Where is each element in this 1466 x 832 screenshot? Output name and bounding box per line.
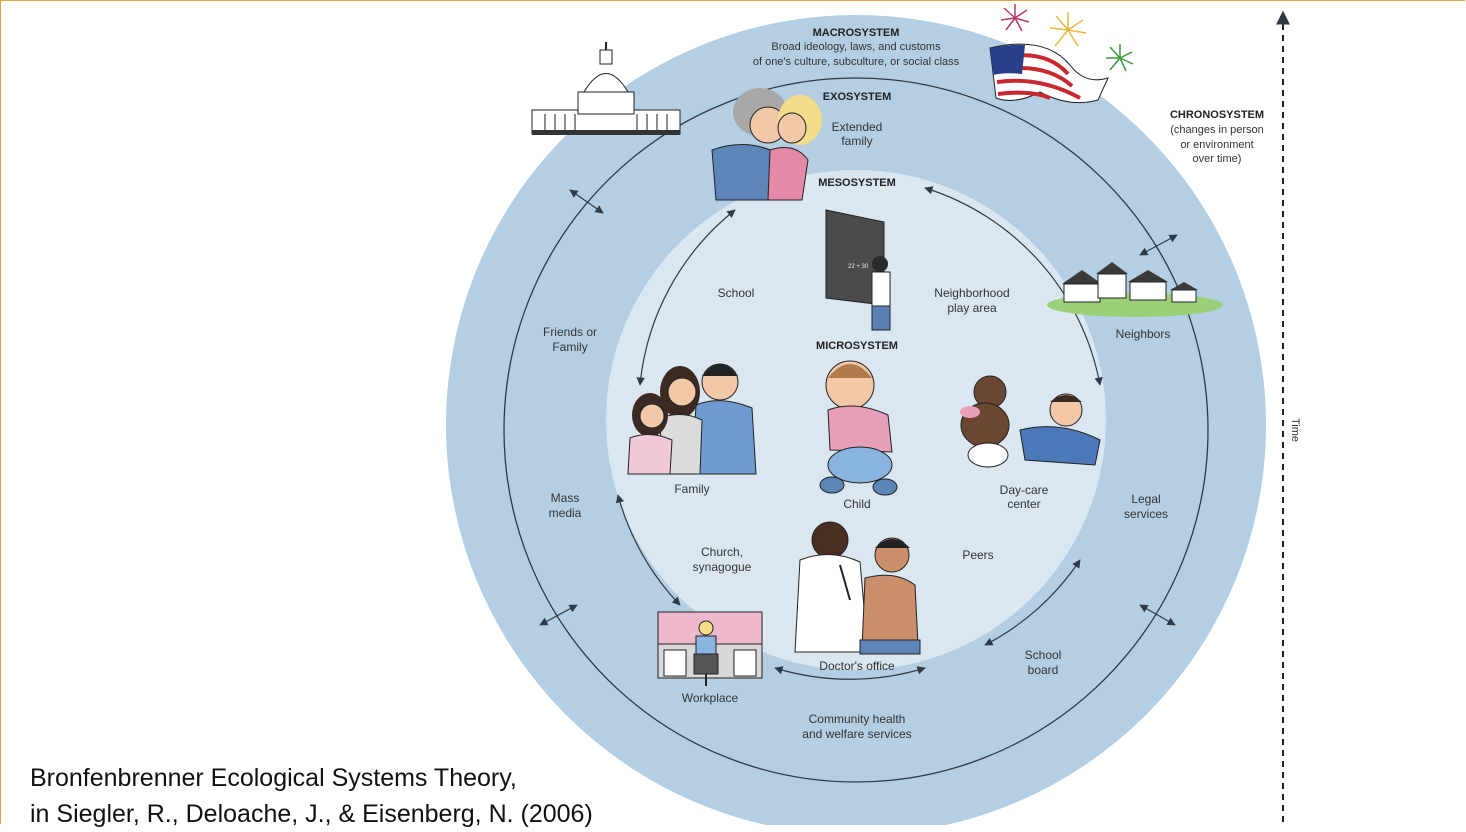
chronosystem-labels: CHRONOSYSTEM (changes in person or envir… bbox=[1170, 109, 1264, 165]
chronosystem-title: CHRONOSYSTEM bbox=[1170, 109, 1264, 121]
caption-line-2: in Siegler, R., Deloache, J., & Eisenber… bbox=[30, 800, 593, 828]
blackboard-equation: 22 + 30 bbox=[848, 264, 869, 270]
flag-fireworks-illustration bbox=[989, 4, 1134, 104]
macrosystem-desc-line1: Broad ideology, laws, and customs bbox=[771, 41, 941, 53]
school-label: School bbox=[718, 286, 755, 300]
church-label-1: Church, bbox=[701, 545, 743, 559]
doctors-office-label: Doctor's office bbox=[819, 659, 895, 673]
daycare-babies-illustration bbox=[960, 375, 1101, 468]
macrosystem-labels: MACROSYSTEM Broad ideology, laws, and cu… bbox=[753, 27, 960, 68]
neighborhood-label-2: play area bbox=[947, 301, 997, 315]
church-label-2: synagogue bbox=[693, 560, 752, 574]
school-blackboard-illustration: 22 + 30 bbox=[825, 209, 891, 331]
chronosystem-desc-2: or environment bbox=[1180, 139, 1253, 151]
neighborhood-houses-illustration bbox=[1047, 262, 1223, 317]
daycare-label-2: center bbox=[1007, 497, 1040, 511]
child-label: Child bbox=[843, 497, 870, 511]
child-illustration bbox=[819, 360, 898, 496]
chronosystem-desc-1: (changes in person bbox=[1170, 124, 1264, 136]
legal-services-label-2: services bbox=[1124, 507, 1168, 521]
exosystem-title: EXOSYSTEM bbox=[823, 91, 891, 103]
daycare-label-1: Day-care bbox=[1000, 483, 1049, 497]
capitol-building-illustration bbox=[531, 42, 681, 135]
workplace-illustration bbox=[657, 611, 763, 686]
extended-family-illustration bbox=[711, 88, 822, 201]
exo-macro-arrows bbox=[539, 189, 1178, 626]
legal-services-label-1: Legal bbox=[1131, 492, 1160, 506]
mesosystem-title: MESOSYSTEM bbox=[818, 177, 896, 189]
doctor-office-illustration bbox=[794, 521, 921, 655]
neighbors-label: Neighbors bbox=[1116, 327, 1171, 341]
microsystem-title: MICROSYSTEM bbox=[816, 340, 898, 352]
extended-family-label-2: family bbox=[841, 134, 872, 148]
mesosystem-labels: MESOSYSTEM School Neighborhood play area… bbox=[693, 177, 1010, 673]
school-board-label-2: board bbox=[1028, 663, 1059, 677]
workplace-label: Workplace bbox=[682, 691, 739, 705]
citation-caption: Bronfenbrenner Ecological Systems Theory… bbox=[30, 760, 730, 832]
mesosystem-arrows bbox=[615, 186, 1103, 680]
chronosystem-desc-3: over time) bbox=[1193, 153, 1242, 165]
macrosystem-title: MACROSYSTEM bbox=[813, 27, 900, 39]
macrosystem-desc-line2: of one's culture, subculture, or social … bbox=[753, 56, 960, 68]
family-illustration bbox=[627, 363, 757, 475]
family-label: Family bbox=[674, 482, 709, 496]
friends-family-label-1: Friends or bbox=[543, 325, 597, 339]
mass-media-label-2: media bbox=[549, 506, 582, 520]
community-health-label-2: and welfare services bbox=[802, 727, 911, 741]
caption-line-1: Bronfenbrenner Ecological Systems Theory… bbox=[30, 764, 517, 792]
community-health-label-1: Community health bbox=[809, 712, 906, 726]
microsystem-labels: MICROSYSTEM Child Family Day-care center bbox=[674, 340, 1048, 511]
school-board-label-1: School bbox=[1025, 648, 1062, 662]
mass-media-label-1: Mass bbox=[551, 491, 580, 505]
time-axis-label: Time bbox=[1289, 418, 1301, 442]
peers-label: Peers bbox=[962, 548, 993, 562]
friends-family-label-2: Family bbox=[552, 340, 587, 354]
extended-family-label-1: Extended bbox=[832, 120, 883, 134]
exosystem-ring bbox=[503, 77, 1209, 783]
exosystem-labels: EXOSYSTEM Extended family Neighbors Frie… bbox=[543, 91, 1170, 741]
neighborhood-label-1: Neighborhood bbox=[934, 286, 1009, 300]
